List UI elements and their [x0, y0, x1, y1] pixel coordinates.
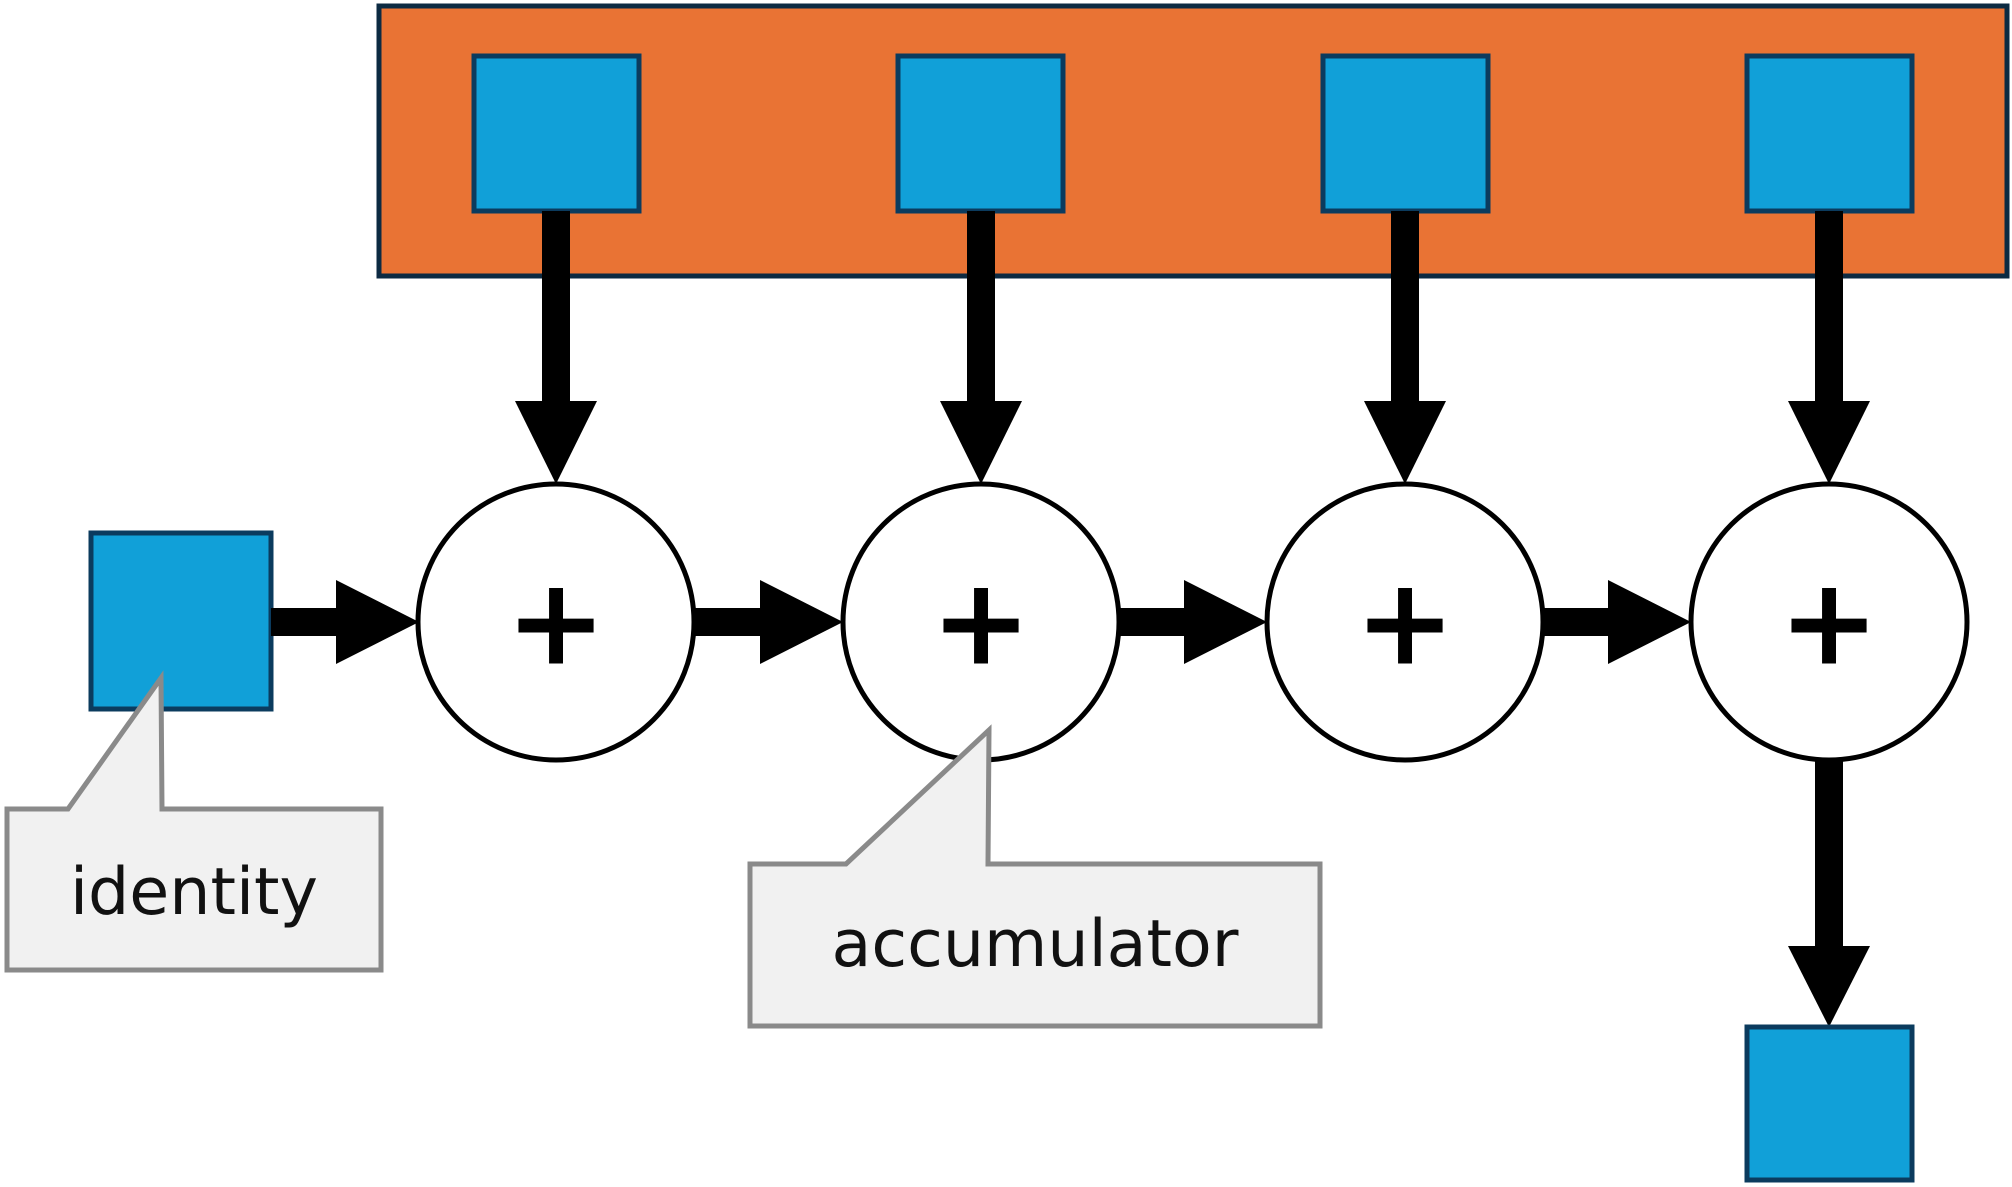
plus-sign: +: [1355, 554, 1456, 693]
callout-identity-label: identity: [70, 855, 318, 930]
input-sequence-container: [376, 3, 2010, 279]
right-arrow-adder-1-to-adder-2: [694, 580, 843, 664]
callout-accumulator-label: accumulator: [832, 907, 1239, 982]
input-block-2: [895, 53, 1066, 214]
input-block-3: [1320, 53, 1491, 214]
identity-block: [88, 530, 274, 712]
adder-node-1: +: [415, 481, 697, 763]
down-arrow-4: [1788, 211, 1870, 484]
down-arrow-3: [1364, 211, 1446, 484]
down-arrow-1: [515, 211, 597, 484]
plus-sign: +: [931, 554, 1032, 693]
plus-sign: +: [1779, 554, 1880, 693]
adder-node-2: +: [840, 481, 1122, 763]
right-arrow-identity-to-adder-1: [271, 580, 419, 664]
right-arrow-adder-3-to-adder-4: [1542, 580, 1691, 664]
plus-sign: +: [506, 554, 607, 693]
callout-identity: identity: [4, 670, 384, 973]
right-arrow-adder-2-to-adder-3: [1118, 580, 1267, 664]
input-block-1: [471, 53, 642, 214]
adder-node-3: +: [1264, 481, 1546, 763]
down-arrow-result: [1788, 760, 1870, 1027]
adder-node-4: +: [1688, 481, 1970, 763]
input-block-4: [1744, 53, 1915, 214]
result-block: [1744, 1024, 1915, 1183]
callout-accumulator: accumulator: [747, 724, 1323, 1029]
down-arrow-2: [940, 211, 1022, 484]
